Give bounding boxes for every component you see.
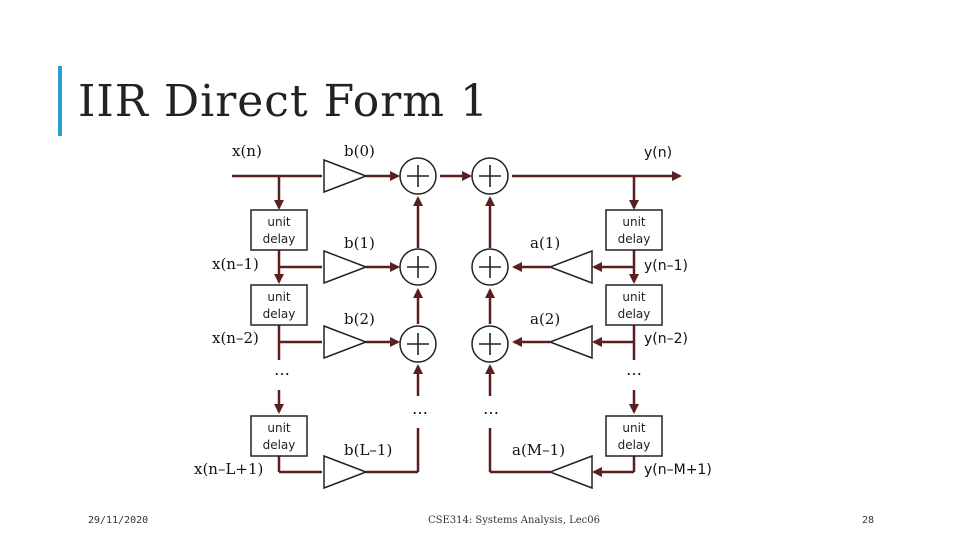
adder-left-2 (399, 325, 437, 363)
amp-bL (323, 454, 369, 490)
svg-text:delay: delay (618, 232, 651, 246)
x-delay-2: unit delay (250, 284, 308, 326)
svg-text:delay: delay (263, 438, 296, 452)
svg-text:delay: delay (618, 307, 651, 321)
y-delay-3: unit delay (605, 415, 663, 457)
amp-b1 (323, 249, 369, 285)
svg-text:unit: unit (267, 290, 291, 304)
svg-text:unit: unit (622, 215, 646, 229)
y-delay-1: unit delay (605, 209, 663, 251)
label-y-tap-1: y(n–1) (644, 258, 688, 274)
title-accent-bar (58, 66, 62, 136)
footer-date: 29/11/2020 (88, 515, 149, 526)
adder-right-2 (471, 325, 509, 363)
svg-text:unit: unit (267, 215, 291, 229)
amp-aM (547, 454, 593, 490)
label-b1: b(1) (344, 234, 375, 252)
slide-title: IIR Direct Form 1 (78, 76, 489, 127)
label-b2: b(2) (344, 310, 375, 328)
label-a1: a(1) (530, 234, 560, 252)
svg-text:delay: delay (263, 307, 296, 321)
ellipsis-x-chain: … (274, 360, 290, 379)
x-delay-3: unit delay (250, 415, 308, 457)
amp-a2 (547, 324, 593, 360)
adder-right-1 (471, 248, 509, 286)
svg-text:unit: unit (622, 290, 646, 304)
label-x-tap-2: x(n–2) (212, 329, 259, 347)
label-b0: b(0) (344, 142, 375, 160)
footer-page-number: 28 (862, 515, 875, 526)
adder-right-0 (471, 157, 509, 195)
ellipsis-right-column: … (483, 399, 499, 418)
amp-b0 (323, 158, 369, 194)
adder-left-0 (399, 157, 437, 195)
label-input: x(n) (232, 142, 262, 160)
amp-b2 (323, 324, 369, 360)
label-y-tap-M: y(n–M+1) (644, 462, 712, 478)
label-aM: a(M–1) (512, 441, 565, 459)
ellipsis-left-column: … (412, 399, 428, 418)
label-output: y(n) (644, 145, 672, 161)
x-delay-1: unit delay (250, 209, 308, 251)
amp-a1 (547, 249, 593, 285)
adder-left-1 (399, 248, 437, 286)
label-bL: b(L–1) (344, 441, 392, 459)
label-y-tap-2: y(n–2) (644, 331, 688, 347)
label-x-tap-L: x(n–L+1) (194, 460, 263, 478)
y-delay-2: unit delay (605, 284, 663, 326)
svg-text:delay: delay (263, 232, 296, 246)
svg-text:unit: unit (622, 421, 646, 435)
footer-course: CSE314: Systems Analysis, Lec06 (428, 515, 600, 526)
ellipsis-y-chain: … (626, 360, 642, 379)
svg-text:delay: delay (618, 438, 651, 452)
label-x-tap-1: x(n–1) (212, 255, 259, 273)
svg-text:unit: unit (267, 421, 291, 435)
label-a2: a(2) (530, 310, 560, 328)
